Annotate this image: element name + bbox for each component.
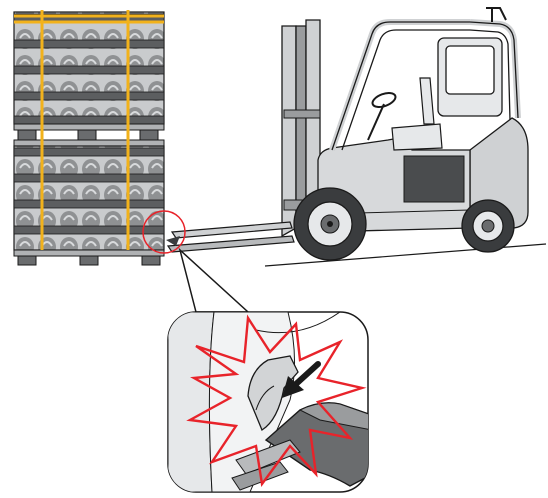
stacked-pallet bbox=[14, 10, 164, 265]
forklift-seat bbox=[392, 78, 442, 150]
middle-pallet bbox=[14, 124, 164, 146]
forklift bbox=[166, 8, 546, 266]
bottom-pallet bbox=[14, 250, 164, 265]
rear-wheel bbox=[462, 200, 514, 252]
callout-bubble bbox=[168, 250, 380, 492]
lower-stack bbox=[14, 146, 164, 250]
upper-stack bbox=[14, 12, 164, 124]
engine-panel bbox=[404, 156, 464, 202]
forklift-forks bbox=[166, 222, 294, 252]
front-wheel bbox=[294, 188, 366, 260]
